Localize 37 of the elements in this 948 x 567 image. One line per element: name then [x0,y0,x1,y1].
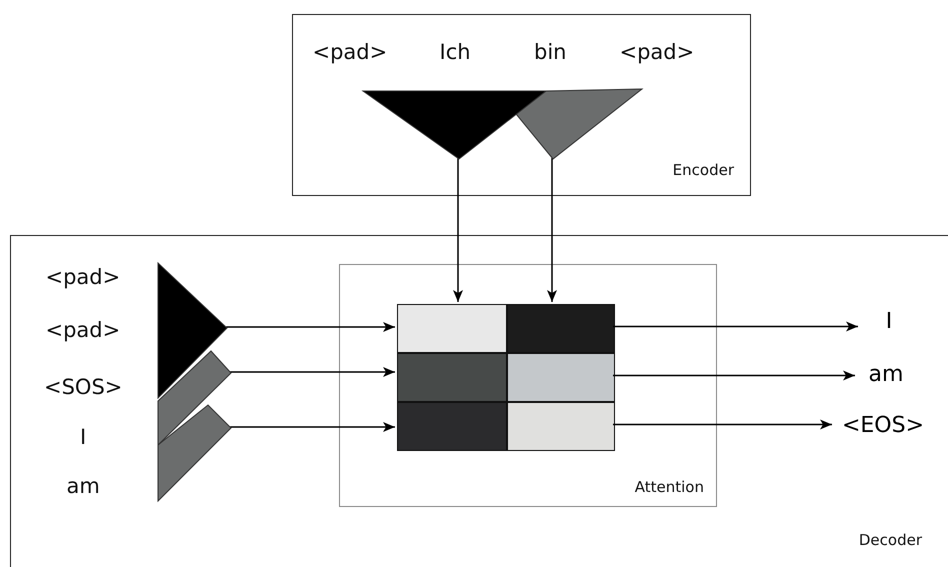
attention-weight-cell [397,402,507,451]
encoder-triangle [516,89,642,159]
encoder-box [292,14,751,196]
attention-weight-cell [507,304,615,353]
output-token: <EOS> [833,412,933,440]
output-token: am [856,361,916,389]
token-label: <pad> [620,40,694,64]
arrow [613,322,858,332]
attention-weight-cell [397,304,507,353]
arrow [453,158,463,302]
token-label: <SOS> [44,375,122,399]
token-label: am [66,474,100,498]
attention-weight-cell [397,353,507,402]
attention-box [339,264,717,507]
token-label: <pad> [46,318,120,342]
arrow [230,422,395,432]
attention-weight-cell [507,353,615,402]
arrow [613,370,855,380]
decoder-box [10,235,948,567]
output-token: I [859,308,919,336]
arrow [613,420,832,430]
attention-weight-cell [507,402,615,451]
token-label: <pad> [46,265,120,289]
token-label: <pad> [312,40,388,64]
decoder-label: Decoder [858,531,922,549]
arrow [226,322,395,332]
token-label: I [80,425,86,449]
decoder-triangle [158,405,231,501]
attention-label: Attention [634,478,704,496]
decoder-triangle [158,263,227,398]
encoder-triangle [363,89,546,159]
encoder-label: Encoder [672,161,734,179]
decoder-triangle [158,351,231,445]
token-label: bin [534,40,566,64]
arrow [547,158,557,302]
token-label: Ich [440,40,471,64]
arrow [230,367,395,377]
